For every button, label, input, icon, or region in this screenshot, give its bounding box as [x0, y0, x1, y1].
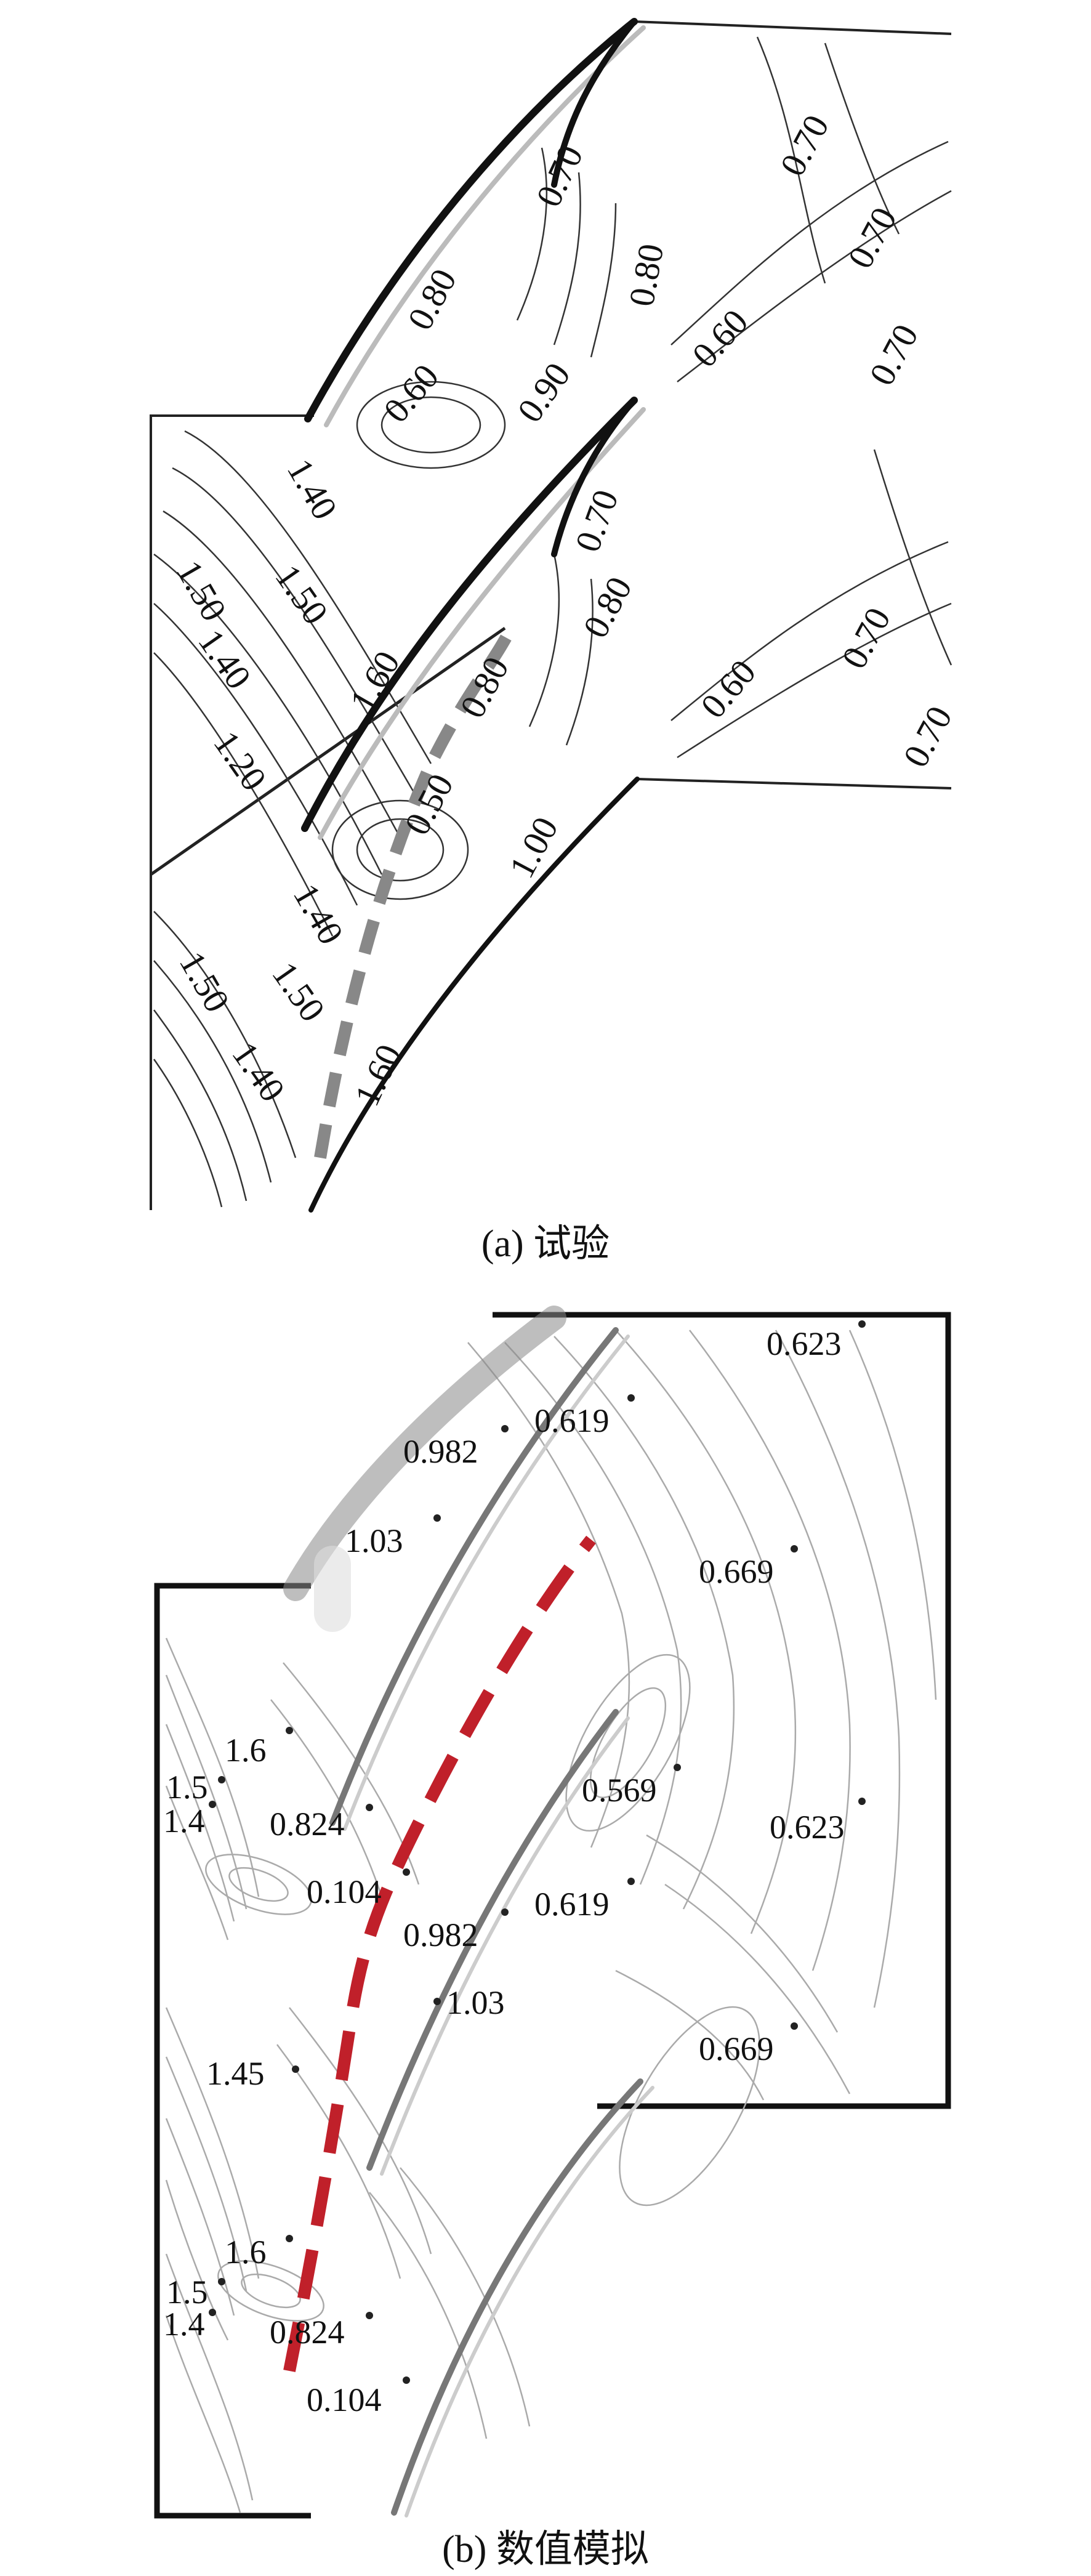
contour-label: 1.5: [166, 1769, 208, 1806]
contour-label: 0.569: [582, 1772, 657, 1809]
panel-a-top-boundary: [634, 20, 952, 35]
contour-label: 1.45: [206, 2055, 265, 2092]
panel-a-blade-upper-light: [324, 25, 646, 427]
panel-b-contour-labels: 0.623 0.619 0.982 1.03 0.669 1.6 1.5 1.4…: [163, 1325, 845, 2418]
panel-a-contour-lines: [153, 36, 952, 1208]
panel-b-caption: (b) 数值模拟: [442, 2529, 649, 2570]
panel-a-sonic-line: [314, 625, 517, 1159]
panel-b-blade-lower: [391, 2078, 643, 2516]
contour-label: 0.669: [699, 1553, 774, 1590]
panel-a-background: [0, 0, 1091, 1238]
panel-b-blade-upper: [329, 1327, 619, 1826]
panel-a-outline: [150, 20, 952, 1210]
contour-label: 1.6: [225, 2234, 267, 2271]
panel-a-left-boundary: [150, 414, 314, 1210]
contour-label: 0.982: [403, 1916, 478, 1953]
contour-label: 1.4: [163, 2306, 205, 2343]
panel-a-blade-bottom: [308, 777, 640, 1213]
contour-label: 0.824: [270, 1806, 345, 1843]
panel-a-outlet-boundary: [637, 778, 952, 789]
panel-b-contour-lines: [165, 1330, 937, 2513]
panel-b-outline: [154, 1312, 951, 2519]
panel-a-blades: [301, 18, 646, 1213]
panel-b-inlet-boundary: [154, 1583, 311, 2519]
panel-b-blade-middle: [366, 1709, 619, 2171]
contour-label: 1.03: [345, 1522, 403, 1559]
panel-a-caption: (a) 试验: [481, 1223, 610, 1265]
panel-b: 0.623 0.619 0.982 1.03 0.669 1.6 1.5 1.4…: [154, 1306, 951, 2570]
contour-label: 0.104: [307, 2381, 382, 2418]
contour-label: 1.5: [166, 2274, 208, 2311]
contour-label: 0.982: [403, 1433, 478, 1470]
panel-a-section-line: [150, 626, 506, 876]
panel-a-blade-lower-dark: [301, 397, 638, 832]
contour-label: 1.6: [225, 1732, 267, 1769]
contour-label: 0.619: [534, 1402, 610, 1439]
panel-a-blade-upper-dark: [304, 18, 638, 422]
contour-label: 0.623: [770, 1809, 845, 1846]
contour-label: 0.619: [534, 1886, 610, 1923]
panel-b-blades: [283, 1306, 654, 2517]
panel-a: 0.70 0.70 0.70 0.70 0.80 0.80 0.60 0.60 …: [0, 0, 1091, 1265]
contour-label: 0.824: [270, 2314, 345, 2351]
panel-b-label-markers: [209, 1320, 866, 2384]
contour-label: 1.03: [446, 1984, 505, 2021]
panel-b-sonic-line: [283, 1535, 596, 2372]
contour-label: 0.104: [307, 1873, 382, 1910]
contour-label: 0.623: [767, 1325, 842, 1362]
contour-label: 1.4: [163, 1803, 205, 1839]
panel-b-outlet-boundary: [493, 1312, 951, 2109]
contour-label: 0.669: [699, 2030, 774, 2067]
